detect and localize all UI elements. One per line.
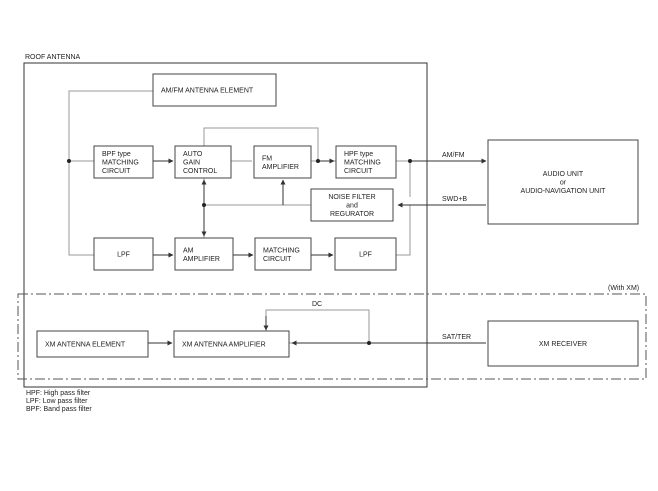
legend: HPF: High pass filter LPF: Low pass filt… [26,390,92,414]
auto-gain-control-block-label: CONTROL [183,168,217,175]
audio-unit-block-label: or [560,180,567,187]
bpf-matching-circuit-block-box [93,145,154,179]
junction-dot [67,159,71,163]
lpf-right-block: LPF [334,237,397,271]
lpf-left-block-label: LPF [117,252,130,259]
auto-gain-control-block-label: GAIN [183,160,200,167]
fm-amplifier-block-label: FM [262,155,272,162]
am-amplifier-block: AM AMPLIFIER [174,237,234,271]
matching-circuit-block-label: MATCHING [263,247,300,254]
hpf-matching-circuit-block-label: HPF type [344,151,373,158]
noise-filter-regulator-block-label: REGURATOR [330,211,374,218]
junction-dot [316,159,320,163]
xm-antenna-element-block-box [36,330,149,358]
legend-bpf: BPF: Band pass filter [26,406,92,413]
xm-receiver-block-label: XM RECEIVER [539,341,587,348]
bpf-matching-circuit-block-label: BPF type [102,151,131,158]
auto-gain-control-block-box [174,145,232,179]
auto-gain-control-block-label: AUTO [183,151,203,158]
am-fm-signal-label: AM/FM [442,152,465,159]
hpf-matching-circuit-block-label: MATCHING [344,160,381,167]
audio-unit-block-label: AUDIO-NAVIGATION UNIT [521,188,607,195]
am-fm-antenna-element-block-box [152,73,277,107]
sat-ter-label: SAT/TER [442,334,471,341]
am-amplifier-block-label: AMPLIFIER [183,256,220,263]
lpf-to-output-line [396,205,411,256]
xm-antenna-element-block: XM ANTENNA ELEMENT [36,330,149,358]
audio-unit-block-box [487,139,639,225]
swd-b-label: SWD+B [442,196,467,203]
xm-antenna-amplifier-block: XM ANTENNA AMPLIFIER [173,330,290,358]
legend-hpf: HPF: High pass filter [26,390,91,397]
noise-filter-regulator-block-label: and [346,203,358,210]
noise-filter-regulator-block-label: NOISE FILTER [328,194,375,201]
with-xm-label: (With XM) [608,285,639,292]
xm-antenna-element-block-label: XM ANTENNA ELEMENT [45,342,126,349]
junction-dot [202,203,206,207]
roof-antenna-frame [23,62,428,388]
hpf-matching-circuit-block-label: CIRCUIT [344,168,373,175]
matching-circuit-block-label: CIRCUIT [263,256,292,263]
hpf-matching-circuit-block-box [335,145,397,179]
fm-amplifier-block: FM AMPLIFIER [253,145,312,179]
agc-top-loop-line [203,127,319,161]
audio-unit-block-label: AUDIO UNIT [543,171,584,178]
xm-antenna-amplifier-block-label: XM ANTENNA AMPLIFIER [182,342,266,349]
lpf-right-block-box [334,237,397,271]
matching-circuit-block-box [254,237,312,271]
bpf-matching-circuit-block-label: CIRCUIT [102,168,131,175]
lpf-right-block-label: LPF [359,252,372,259]
xm-receiver-block-box [487,320,639,367]
antenna-feed-line [68,90,153,256]
am-fm-antenna-element-block-label: AM/FM ANTENNA ELEMENT [161,88,254,95]
junction-dot [408,159,412,163]
fm-amplifier-block-box [253,145,312,179]
hpf-to-swdb-line [396,160,411,197]
dc-label: DC [312,301,322,308]
legend-lpf: LPF: Low pass filter [26,398,88,405]
fm-amplifier-block-label: AMPLIFIER [262,164,299,171]
lpf-left-block: LPF [93,237,154,271]
with-xm-frame [17,293,647,380]
am-amplifier-block-label: AM [183,247,194,254]
junction-dot [367,341,371,345]
roof-antenna-label: ROOF ANTENNA [25,54,81,61]
am-fm-antenna-element-block: AM/FM ANTENNA ELEMENT [152,73,277,107]
bpf-matching-circuit-block-label: MATCHING [102,160,139,167]
xm-antenna-amplifier-block-box [173,330,290,358]
xm-receiver-block: XM RECEIVER [487,320,639,367]
matching-circuit-block: MATCHING CIRCUIT [254,237,312,271]
lpf-left-block-box [93,237,154,271]
noise-filter-regulator-block-box [310,188,394,222]
am-amplifier-block-box [174,237,234,271]
